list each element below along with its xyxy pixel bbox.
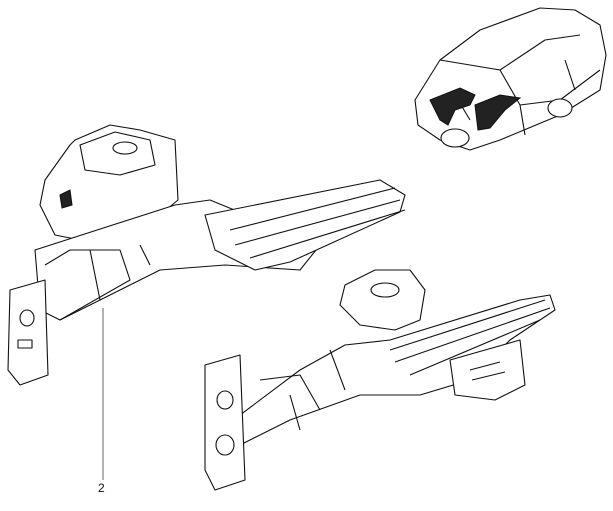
car-overview-illustration (414, 7, 607, 151)
callout-label-2: 2 (98, 481, 105, 495)
front-side-member-assembly-left (7, 124, 406, 386)
front-side-member-assembly-right (204, 269, 556, 491)
